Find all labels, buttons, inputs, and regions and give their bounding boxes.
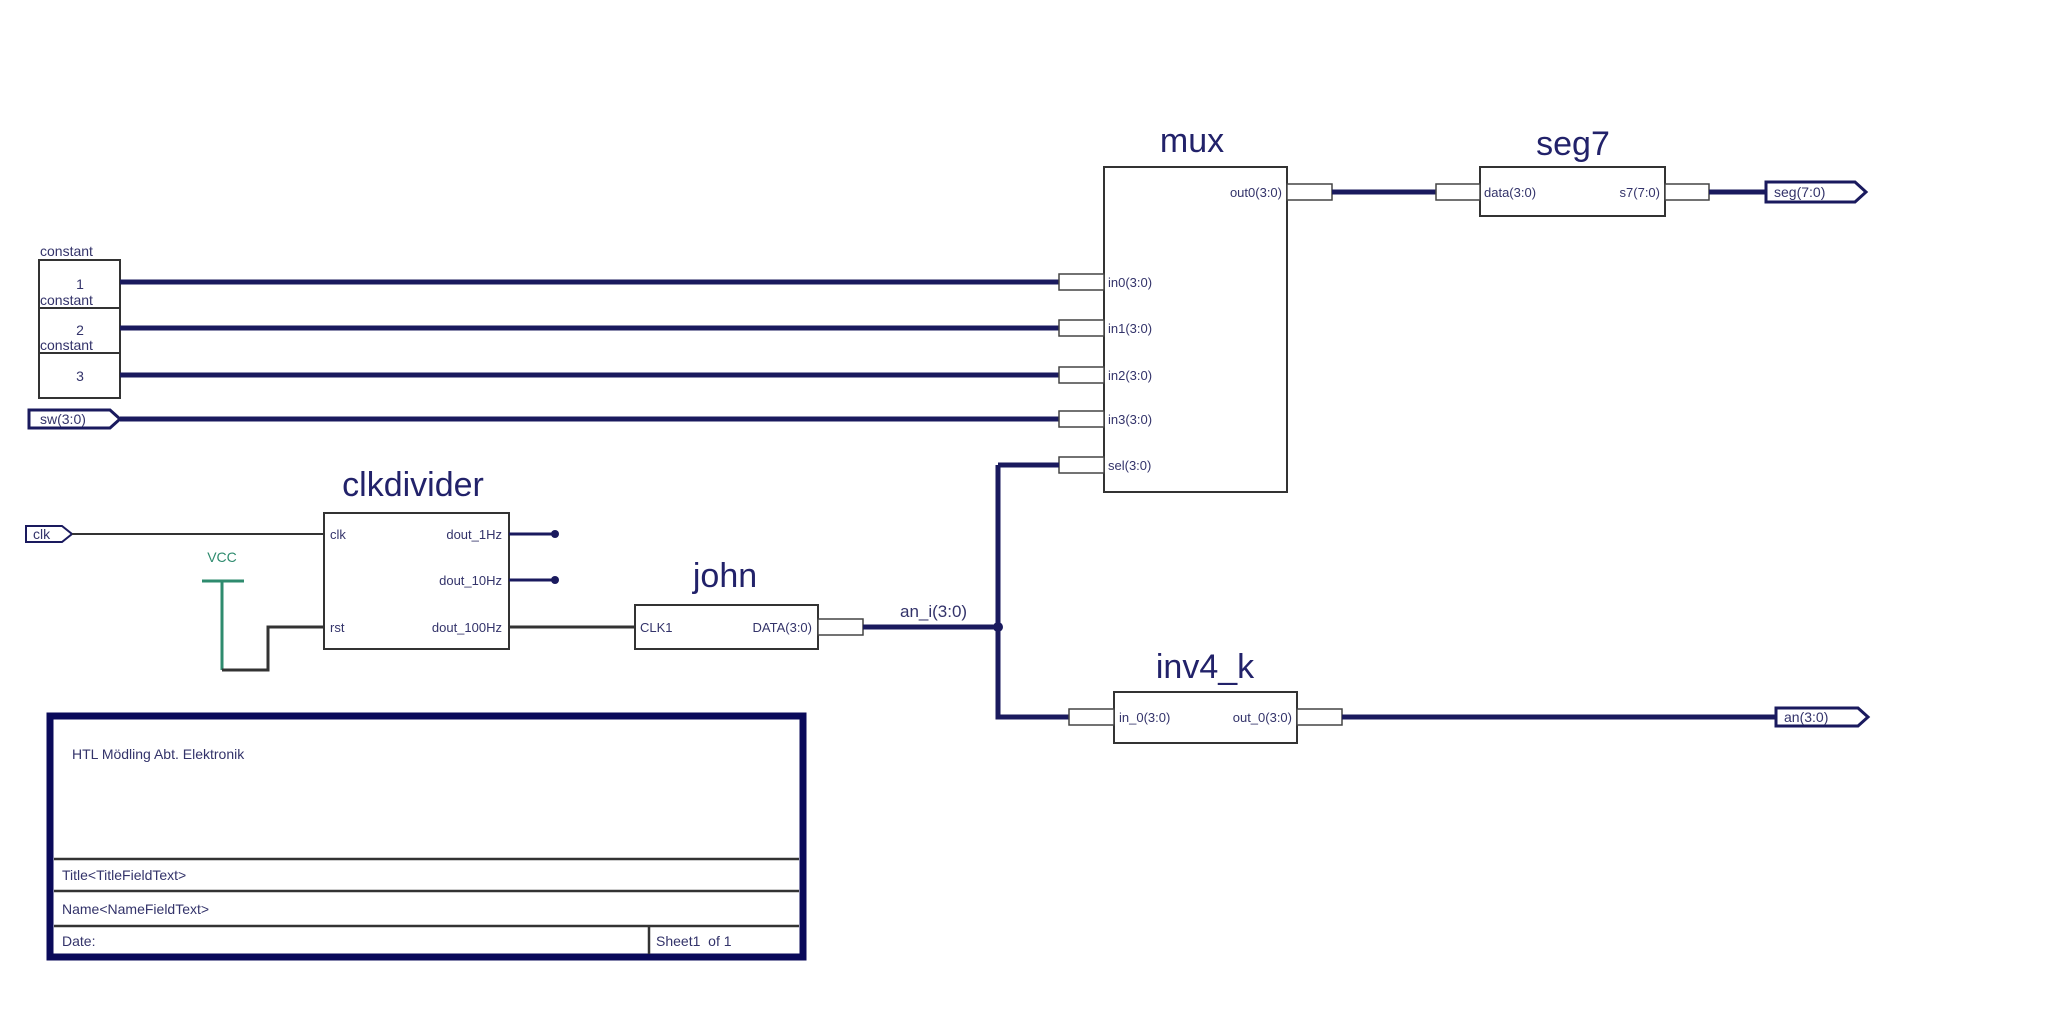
title-block-sheet: Sheet1 of 1 — [656, 933, 732, 949]
constant-value: 1 — [76, 276, 84, 292]
clkdivider-instance[interactable]: clkdivider clk rst dout_1Hz dout_10Hz do… — [323, 466, 510, 650]
constant-value: 3 — [76, 368, 84, 384]
port-sw-label: sw(3:0) — [40, 411, 86, 427]
pin-in1: in1(3:0) — [1108, 321, 1152, 336]
pin-dout-10hz: dout_10Hz — [439, 573, 502, 588]
title-block-title: Title<TitleFieldText> — [62, 867, 186, 883]
junction-dot — [993, 622, 1003, 632]
no-connect-dot — [551, 576, 559, 584]
vcc-symbol: VCC — [202, 549, 244, 670]
port-sw[interactable]: sw(3:0) — [27, 408, 123, 430]
pin-sel: sel(3:0) — [1108, 458, 1151, 473]
inv4-k-instance[interactable]: inv4_k in_0(3:0) out_0(3:0) — [1068, 648, 1343, 744]
pin-in3: in3(3:0) — [1108, 412, 1152, 427]
wire-rst[interactable] — [222, 625, 324, 672]
constant-label: constant — [40, 243, 93, 259]
net-label-an-i: an_i(3:0) — [900, 602, 967, 621]
pin-dout-1hz: dout_1Hz — [446, 527, 502, 542]
pin-out-0: out_0(3:0) — [1233, 710, 1292, 725]
pin-in-0: in_0(3:0) — [1119, 710, 1170, 725]
port-seg[interactable]: seg(7:0) — [1764, 180, 1869, 204]
no-connect-dot — [551, 530, 559, 538]
title-block-date: Date: — [62, 933, 95, 949]
constant-value: 2 — [76, 322, 84, 338]
port-an[interactable]: an(3:0) — [1774, 706, 1871, 728]
seg7-instance[interactable]: seg7 data(3:0) s7(7:0) — [1435, 125, 1710, 217]
port-clk-label: clk — [33, 526, 51, 542]
title-block: HTL Mödling Abt. Elektronik Title<TitleF… — [46, 712, 807, 961]
mux-instance[interactable]: mux out0(3:0) in0(3:0) in1(3:0) in2(3:0)… — [1058, 122, 1333, 493]
bus-an-i[interactable] — [863, 462, 1070, 720]
seg7-title: seg7 — [1536, 125, 1610, 163]
constant-label: constant — [40, 292, 93, 308]
john-title: john — [692, 557, 757, 595]
pin-dout-100hz: dout_100Hz — [432, 620, 502, 635]
pin-in0: in0(3:0) — [1108, 275, 1152, 290]
pin-clk1: CLK1 — [640, 620, 673, 635]
pin-data-out: DATA(3:0) — [753, 620, 812, 635]
port-an-label: an(3:0) — [1784, 709, 1828, 725]
constant-label: constant — [40, 337, 93, 353]
title-block-organization: HTL Mödling Abt. Elektronik — [72, 746, 245, 762]
pin-in2: in2(3:0) — [1108, 368, 1152, 383]
port-clk[interactable]: clk — [25, 525, 74, 543]
john-instance[interactable]: john CLK1 DATA(3:0) — [634, 557, 864, 650]
mux-title: mux — [1160, 122, 1224, 160]
wire-unconnected[interactable] — [509, 532, 555, 582]
pin-out0: out0(3:0) — [1230, 185, 1282, 200]
port-seg-label: seg(7:0) — [1774, 184, 1825, 200]
pin-data: data(3:0) — [1484, 185, 1536, 200]
inv4-k-title: inv4_k — [1156, 648, 1255, 686]
pin-s7: s7(7:0) — [1620, 185, 1660, 200]
vcc-label: VCC — [207, 549, 237, 565]
clkdivider-title: clkdivider — [342, 466, 484, 504]
title-block-name: Name<NameFieldText> — [62, 901, 209, 917]
pin-rst: rst — [330, 620, 345, 635]
constant-block[interactable]: constant 1 constant 2 constant 3 — [38, 243, 121, 399]
pin-clk: clk — [330, 527, 346, 542]
